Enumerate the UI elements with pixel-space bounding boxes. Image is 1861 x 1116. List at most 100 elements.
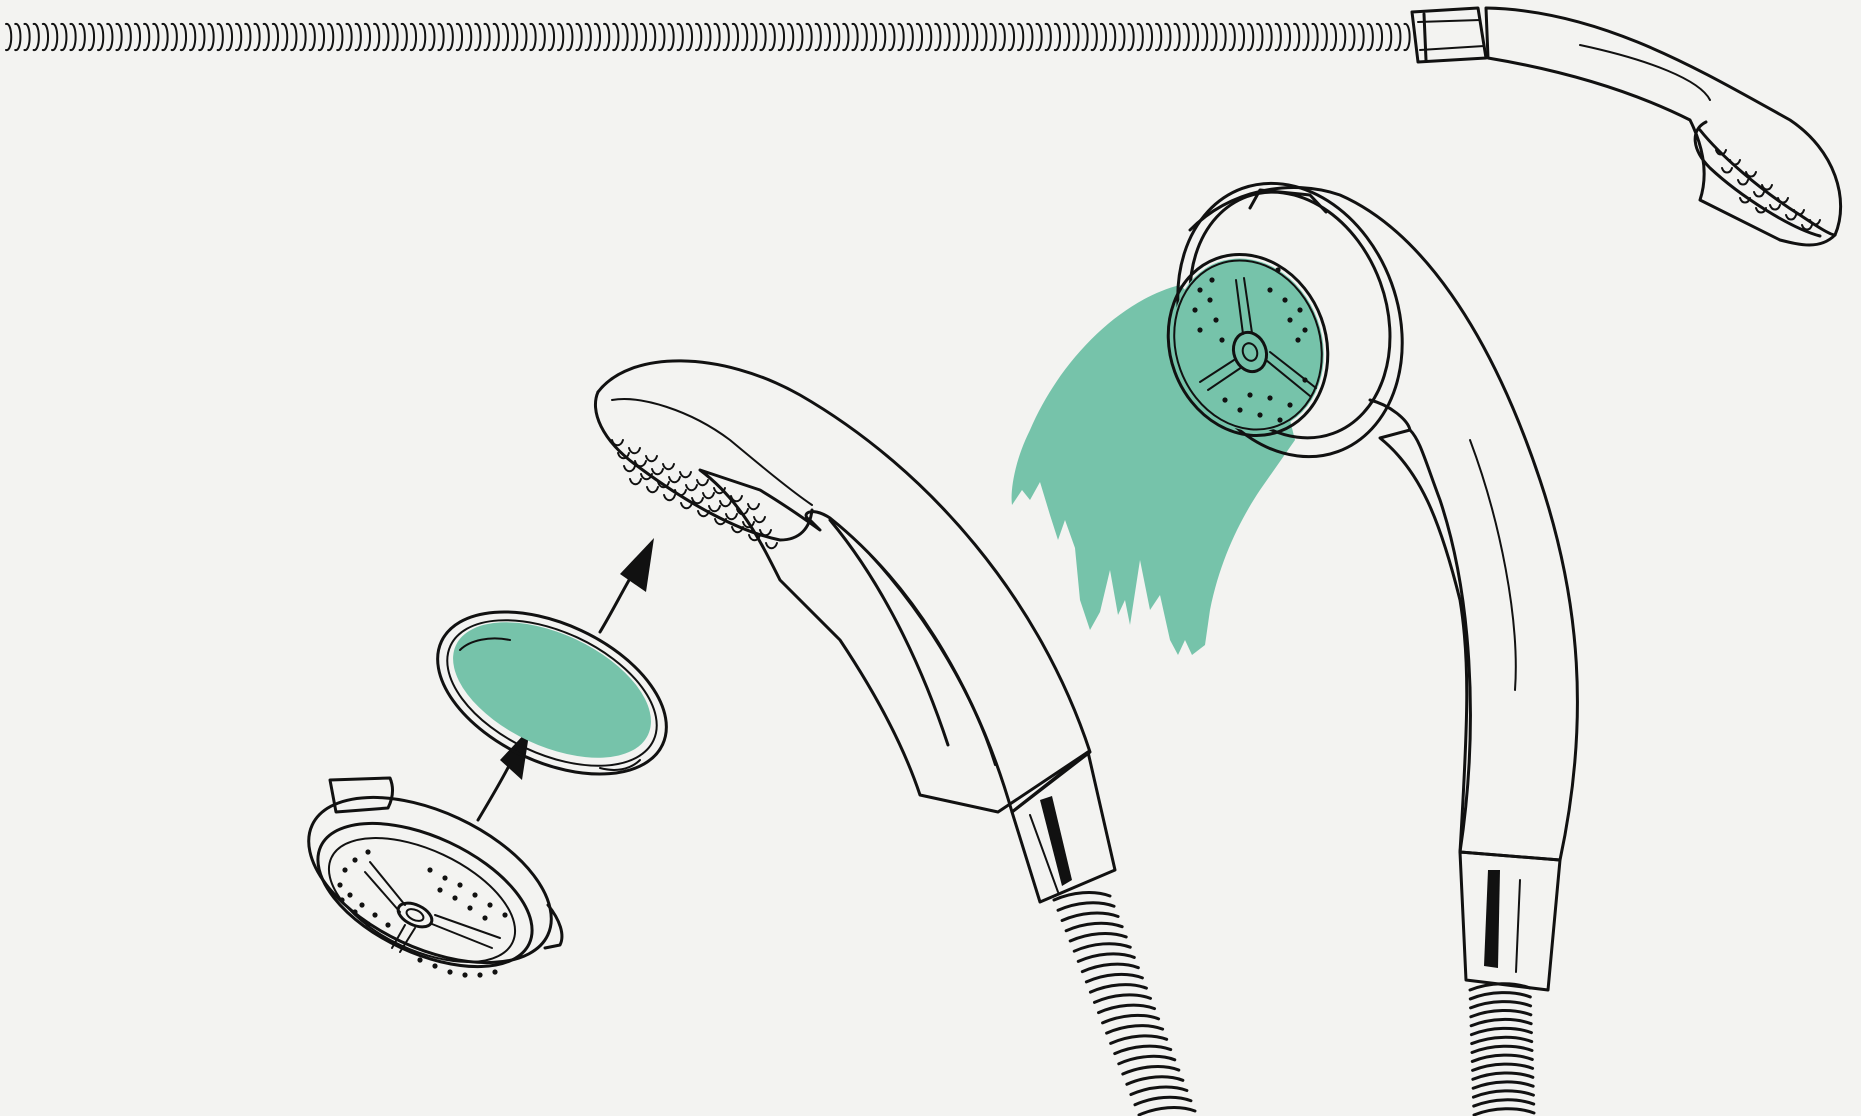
hose-coil [107, 24, 112, 50]
hose-coil [1470, 993, 1530, 999]
hose-coil [1472, 1055, 1532, 1061]
hose-coil [1358, 24, 1363, 50]
nozzle-hole [1222, 397, 1227, 402]
nozzle [692, 498, 703, 503]
hose-coil [632, 24, 637, 50]
nozzle-hole [1257, 412, 1262, 417]
hose-coil [1472, 1046, 1532, 1052]
hose-coil [1009, 24, 1014, 50]
hose-coil [172, 24, 177, 50]
nozzle [1802, 225, 1812, 230]
nozzle-hole [365, 921, 370, 926]
nozzle [1754, 192, 1764, 197]
hose-coil [1107, 1026, 1163, 1033]
hose-coil [1368, 24, 1373, 50]
nozzle-hole [1282, 297, 1287, 302]
hose-coil [1471, 1002, 1531, 1008]
hose-coil [521, 24, 526, 50]
middle-hose-icon [1054, 893, 1195, 1115]
detached-spray-face-icon [283, 763, 576, 996]
hose-coil [1239, 24, 1244, 50]
hose-coil [1395, 24, 1400, 50]
nozzle [686, 485, 697, 490]
hose-coil [1386, 24, 1391, 50]
nozzle [629, 448, 640, 453]
hose-coil [604, 24, 609, 50]
hose-coil [1082, 964, 1138, 971]
nozzle-hole [487, 902, 492, 907]
hose-coil [1147, 24, 1152, 50]
hose-coil [944, 24, 949, 50]
hose-coil [705, 24, 710, 50]
hose-coil [1471, 1011, 1531, 1017]
hose-coil [540, 24, 545, 50]
nozzle-hole [457, 882, 462, 887]
hose-coil [503, 24, 508, 50]
hose-coil [199, 24, 204, 50]
hose-coil [1138, 24, 1143, 50]
hose-coil [1474, 1100, 1534, 1106]
hose-coil [622, 24, 627, 50]
hose-coil [1036, 24, 1041, 50]
hose-coil [1165, 24, 1170, 50]
hose-coil [1349, 24, 1354, 50]
hose-coil [1135, 1097, 1191, 1104]
hose-coil [1111, 1036, 1167, 1043]
hose-coil [24, 24, 29, 50]
hose-coil [1099, 1005, 1155, 1012]
hose-coil [1470, 984, 1530, 990]
nozzle-hole [1207, 297, 1212, 302]
hose-coil [1127, 1077, 1183, 1084]
nozzle-hole [467, 905, 472, 910]
hose-coil [1473, 1073, 1533, 1079]
hose-coil [1115, 1046, 1171, 1053]
hose-coil [1340, 24, 1345, 50]
hose-coil [816, 24, 821, 50]
hose-coil [475, 24, 480, 50]
hose-coil [1248, 24, 1253, 50]
hose-coil [852, 24, 857, 50]
hose-coil [889, 24, 894, 50]
hose-coil [1073, 24, 1078, 50]
nozzle [709, 506, 720, 511]
nozzle [652, 469, 663, 474]
nozzle [1762, 185, 1772, 190]
hose-coil [770, 24, 775, 50]
nozzle [680, 472, 691, 477]
hose-coil [926, 24, 931, 50]
hose-coil [98, 24, 103, 50]
hose-coil [61, 24, 66, 50]
hose-coil [724, 24, 729, 50]
hose-coil [954, 24, 959, 50]
nozzle [624, 466, 635, 471]
nozzle-hole [1302, 327, 1307, 332]
hose-coil [126, 24, 131, 50]
hose-coil [751, 24, 756, 50]
hose-coil [1257, 24, 1262, 50]
nozzle-hole [1297, 307, 1302, 312]
hose-coil [779, 24, 784, 50]
hose-coil [871, 24, 876, 50]
hose-coil [760, 24, 765, 50]
arrow-icon [600, 538, 654, 632]
hose-coil [245, 24, 250, 50]
nozzle [726, 514, 737, 519]
nozzle-hole [447, 969, 452, 974]
hose-coil [1055, 24, 1060, 50]
nozzle [630, 479, 641, 484]
nozzle [720, 501, 731, 506]
nozzle-hole [1275, 267, 1280, 272]
hose-coil [310, 24, 315, 50]
hose-coil [1128, 24, 1133, 50]
hose-coil [319, 24, 324, 50]
hose-coil [1086, 974, 1142, 981]
nozzle-hole [437, 887, 442, 892]
hose-coil [1202, 24, 1207, 50]
hose-coil [466, 24, 471, 50]
hose-coil [825, 24, 830, 50]
hose-coil [1220, 24, 1225, 50]
nozzle-hole [502, 912, 507, 917]
hose-coil [254, 24, 259, 50]
hose-coil [742, 24, 747, 50]
